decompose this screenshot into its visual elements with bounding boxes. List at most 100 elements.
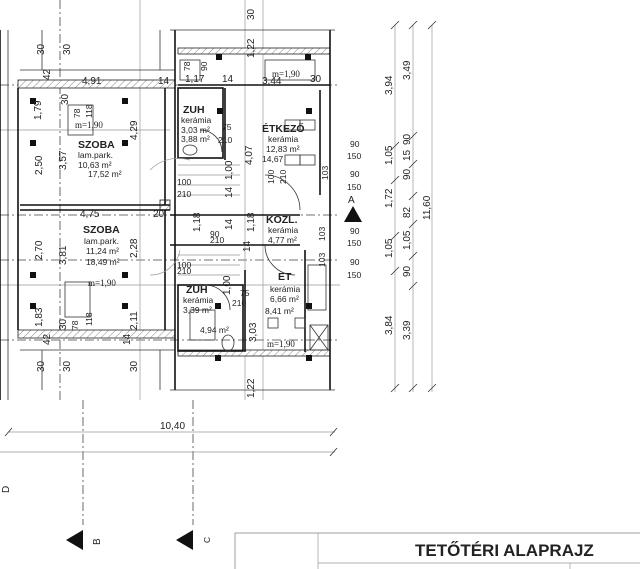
room-floor: kerámia xyxy=(183,295,214,305)
right-dimension: 15 xyxy=(402,149,413,161)
door-dimension: 210 xyxy=(177,266,191,276)
furniture xyxy=(64,59,329,352)
vertical-dimension: 118 xyxy=(84,104,94,118)
door-dimension: 210 xyxy=(232,298,246,308)
toilet xyxy=(221,334,235,352)
door-dimension: 100 xyxy=(177,177,191,187)
drawing-title: TETŐTÉRI ALAPRAJZ xyxy=(415,541,594,560)
room-area-gross: 14,67 xyxy=(262,154,284,164)
vertical-dimension: 2,50 xyxy=(34,155,45,175)
right-dimension: 1,05 xyxy=(384,145,395,165)
vertical-dimension: 14 xyxy=(224,186,235,198)
stairs xyxy=(149,129,301,311)
shower-tray xyxy=(189,309,216,341)
room-labels: SZOBA lam.park. 10,63 m² 17,52 m² ZUH ke… xyxy=(75,69,305,349)
vertical-dimension: 4,29 xyxy=(129,120,140,140)
right-dimension: 1,72 xyxy=(384,188,395,208)
right-dimension: 3,94 xyxy=(384,75,395,95)
door-dimension: 90 xyxy=(350,226,360,236)
right-dimension: 90 xyxy=(402,168,413,180)
vertical-dimension: 30 xyxy=(60,93,71,105)
vertical-dimension: 4,07 xyxy=(244,145,255,165)
door-dimension: 75 xyxy=(240,288,250,298)
vertical-dimension: 30 xyxy=(246,8,257,20)
right-dimension: 1,05 xyxy=(384,238,395,258)
vertical-dimension: 2,70 xyxy=(34,240,45,260)
skylight xyxy=(67,104,94,136)
right-dimension: 3,39 xyxy=(402,320,413,340)
columns xyxy=(30,54,312,361)
room-floor: lam.park. xyxy=(84,236,119,246)
svg-text:14: 14 xyxy=(222,74,234,85)
svg-text:1,17: 1,17 xyxy=(185,74,205,85)
vertical-dimension: 1,83 xyxy=(34,307,45,327)
right-dimension: 90 xyxy=(402,265,413,277)
overall-width-dimension: 10,40 xyxy=(160,421,185,432)
section-marker-c: C xyxy=(176,530,212,550)
vertical-dimension: 1,18 xyxy=(246,212,257,232)
vertical-dimension: 1,22 xyxy=(246,378,257,398)
right-dimension: 3,84 xyxy=(384,315,395,335)
room-area-gross: 3,88 m² xyxy=(181,134,210,144)
vertical-dimension: 1,00 xyxy=(224,160,235,180)
overall-height-dimension: 11,60 xyxy=(422,195,433,220)
height-mark: m=1,90 xyxy=(267,339,295,349)
svg-text:30: 30 xyxy=(310,74,322,85)
vertical-dimension: 78 xyxy=(70,320,80,330)
door-dimension: 90 xyxy=(350,139,360,149)
vertical-dimension: 78 xyxy=(182,61,192,71)
door-dimension: 150 xyxy=(347,182,361,192)
svg-text:3,44: 3,44 xyxy=(262,76,282,87)
room-area-net: 11,24 m² xyxy=(86,246,119,256)
vertical-dimension: 30 xyxy=(129,360,140,372)
room-area-net: 3,03 m² xyxy=(181,125,210,135)
title-block: TETŐTÉRI ALAPRAJZ xyxy=(234,532,640,569)
room-floor: kerámia xyxy=(181,115,212,125)
room-name: SZOBA xyxy=(78,139,115,151)
chair xyxy=(299,119,316,131)
vertical-dimension: 3,57 xyxy=(58,150,69,170)
vertical-dimension: 30 xyxy=(36,360,47,372)
door-dimension: 150 xyxy=(347,238,361,248)
vertical-dimension: 3,81 xyxy=(58,245,69,265)
right-dimension: 90 xyxy=(402,133,413,145)
vertical-dimension: 30 xyxy=(62,360,73,372)
door-dimension: 210 xyxy=(278,170,288,184)
svg-text:14: 14 xyxy=(158,76,170,87)
kitchen-unit xyxy=(264,59,316,81)
door-dimension: 100 xyxy=(177,260,191,270)
vertical-dimension: 2,28 xyxy=(129,238,140,258)
svg-text:4,75: 4,75 xyxy=(80,209,100,220)
washbasin xyxy=(179,59,201,81)
svg-text:20: 20 xyxy=(153,209,165,220)
door-dimension: 90 xyxy=(350,257,360,267)
skylight xyxy=(64,281,91,318)
room-floor: kerámia xyxy=(268,225,299,235)
horizontal-dimensions: 4,91 14 1,17 14 3,44 30 4,75 20 10,40 xyxy=(0,74,338,457)
vertical-dimension: 90 xyxy=(199,61,209,71)
room-area-gross: 17,52 m² xyxy=(88,169,122,179)
room-area-net: 3,39 m² xyxy=(183,305,212,315)
vertical-dimension: 1,18 xyxy=(192,212,203,232)
vertical-dimension: 78 xyxy=(72,108,82,118)
door-dimension: 75 xyxy=(222,122,232,132)
room-floor: kerámia xyxy=(270,284,301,294)
door-dimension: 150 xyxy=(347,151,361,161)
room-area-net: 12,83 m² xyxy=(266,144,300,154)
height-mark: m=1,90 xyxy=(75,120,103,130)
section-marker-a: A xyxy=(344,195,362,222)
walls xyxy=(0,29,335,400)
vertical-dimension: 42 xyxy=(42,68,53,80)
room-name: ZUH xyxy=(183,104,205,116)
room-area-net: 6,66 m² xyxy=(270,294,299,304)
room-area-net: 4,77 m² xyxy=(268,235,297,245)
cabinet xyxy=(309,324,329,351)
vertical-dimension: 30 xyxy=(36,43,47,55)
room-name: KÖZL. xyxy=(266,213,298,226)
door-dimension: 103 xyxy=(317,253,327,267)
chair xyxy=(267,317,279,329)
room-name: ÉTKEZŐ xyxy=(262,122,305,135)
door-dimension: 210 xyxy=(218,135,232,145)
